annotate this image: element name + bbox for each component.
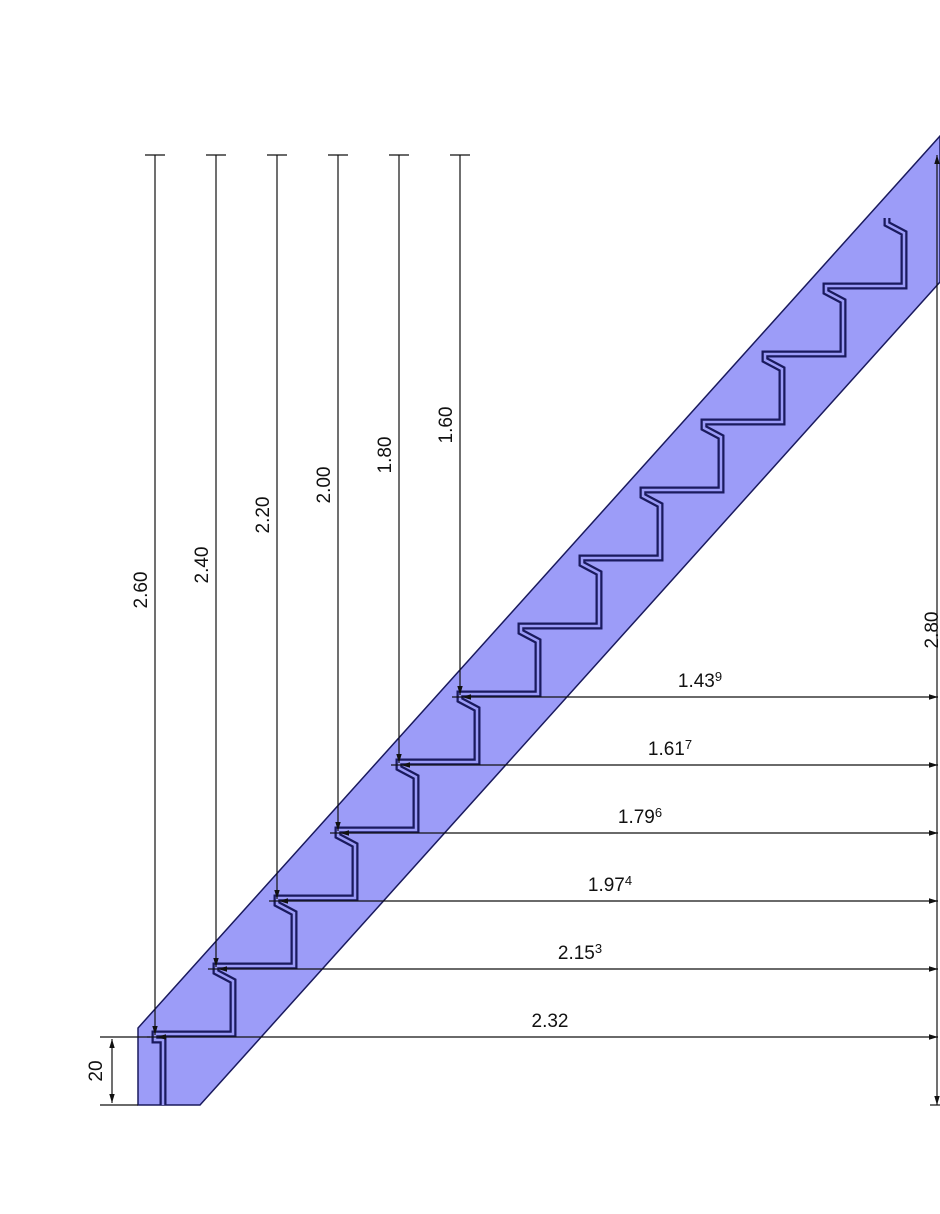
horizontal-dimension-label: 2.32 [532,1011,569,1032]
vertical-dimension-label: 2.00 [314,467,335,504]
horizontal-dimension-label: 2.153 [558,941,602,964]
base-dimension-label: 20 [86,1060,107,1081]
dimension-value: 2.15 [558,943,595,964]
horizontal-dimension-label: 1.439 [678,669,722,692]
dimension-value: 1.97 [588,875,625,896]
vertical-dimension-label: 1.60 [436,407,457,444]
dimension-superscript: 6 [655,805,662,820]
step-profile-inner [153,218,906,1105]
dimension-value: 1.79 [618,807,655,828]
dimension-value: 1.43 [678,671,715,692]
total-height-label: 2.80 [922,612,940,649]
horizontal-dimension-label: 1.617 [648,737,692,760]
dimension-superscript: 9 [715,669,722,684]
vertical-dimension-label: 2.60 [131,572,152,609]
dimension-value: 2.32 [532,1011,569,1032]
vertical-dimension-label: 2.20 [253,497,274,534]
dimension-superscript: 3 [595,941,602,956]
dimension-value: 1.61 [648,739,685,760]
horizontal-dimension-label: 1.974 [588,873,632,896]
vertical-dimension-label: 1.80 [375,437,396,474]
stringer-band [137,134,940,1106]
dimension-superscript: 7 [685,737,692,752]
vertical-dimension-label: 2.40 [192,547,213,584]
horizontal-dimension-label: 1.796 [618,805,662,828]
dimension-superscript: 4 [625,873,632,888]
